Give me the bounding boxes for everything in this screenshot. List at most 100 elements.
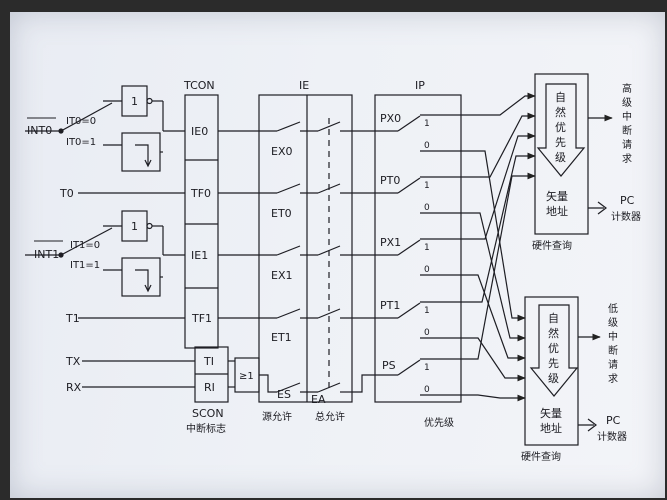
low-priority-query-block [524,296,579,446]
tcon-ie1: IE1 [191,249,208,262]
falling-edge-arrow-2 [144,284,152,293]
falling-edge-symbol-2 [135,269,149,290]
edge-detector-1 [121,132,161,172]
high-arrow-char-5: 级 [555,151,566,164]
not-gate-1-bubble [146,97,153,105]
ip-ps-1: 1 [424,363,430,373]
et0-switch-set [276,183,375,194]
tcon-ie0: IE0 [191,125,208,138]
ip-px0-0: 0 [424,141,430,151]
low-natural-priority-arrow [529,304,579,397]
high-vector-2: 地址 [546,204,568,218]
es-switch-set [276,374,375,393]
ie-et1: ET1 [271,331,292,344]
ip-caption: 优先级 [424,416,454,429]
scon-ti: TI [203,355,214,368]
not-gate-1-label: 1 [131,95,138,108]
high-req-6: 求 [622,153,632,165]
ip-pt1-0: 0 [424,328,430,338]
ip-px1: PX1 [380,236,401,249]
ie-es: ES [277,388,291,401]
t0-label: T0 [59,187,74,200]
paper-sheet [10,12,665,498]
low-req-5: 请 [608,358,618,371]
ie-title: IE [299,79,309,92]
or-gate-label: ≥1 [239,371,254,382]
high-vector-1: 矢量 [546,189,568,203]
scon-ri: RI [204,381,215,394]
ip-px0: PX0 [380,112,401,125]
it0-1-label: IT0=1 [66,137,96,148]
it1-switch-pivot [58,252,64,258]
t1-label: T1 [65,312,80,325]
ip-pt0-1: 1 [424,181,430,191]
tx-label: TX [65,355,81,368]
int1-label: INT1 [34,248,59,261]
low-arrow-char-4: 先 [548,357,559,370]
high-arrow-char-4: 先 [555,136,566,149]
ex1-switch-set [276,245,375,256]
tcon-title: TCON [183,79,215,92]
ie-register [258,94,353,403]
high-priority-query-block [534,73,589,235]
ip-pt0: PT0 [380,174,400,187]
ip-ps-0: 0 [424,385,430,395]
high-arrow-char-2: 然 [555,105,566,119]
low-vector-2: 地址 [540,421,562,435]
ip-px1-1: 1 [424,243,430,253]
tcon-tf1: TF1 [191,312,212,325]
low-req-4: 断 [608,344,618,357]
low-req-3: 中 [608,330,618,343]
edge-detector-2 [121,257,161,297]
it0-switch-blade [60,102,113,132]
high-req-2: 级 [622,97,632,109]
high-req-1: 高 [622,82,632,95]
ex0-switch-set [276,121,375,132]
not-gate-2-bubble [146,222,153,230]
tcon-tf0: TF0 [190,187,211,200]
it1-0-label: IT1=0 [70,240,100,251]
it0-0-label: IT0=0 [66,116,96,127]
low-pc-arrow [578,418,597,432]
it1-switch-blade [60,227,113,256]
low-pc-counter: 计数器 [597,430,627,443]
high-pc-arrow [588,201,607,215]
high-natural-priority-arrow [536,83,586,177]
ie-ex0: EX0 [271,145,292,158]
ie-source-caption: 源允许 [262,410,292,423]
high-req-3: 中 [622,110,632,123]
low-pc: PC [606,414,621,427]
low-req-2: 级 [608,317,618,329]
it1-1-label: IT1=1 [70,260,100,271]
high-pc: PC [620,194,635,207]
et1-switch-set [276,308,375,319]
low-arrow-char-3: 优 [548,342,559,355]
tcon-register [184,94,219,349]
low-arrow-char-5: 级 [548,372,559,385]
low-hw-caption: 硬件查询 [521,450,561,463]
ie-global-caption: 总允许 [315,410,345,423]
low-req-1: 低 [608,302,618,315]
not-gate-2-label: 1 [131,220,138,233]
ip-px0-1: 1 [424,119,430,129]
falling-edge-symbol-1 [135,144,149,165]
high-req-5: 请 [622,138,632,151]
high-hw-caption: 硬件查询 [532,239,572,252]
ip-pt1-1: 1 [424,306,430,316]
ip-pt0-0: 0 [424,203,430,213]
ip-px1-0: 0 [424,265,430,275]
scon-flag-caption: 中断标志 [186,422,226,435]
int0-label: INT0 [27,124,52,137]
or-out [259,374,277,393]
high-arrow-char-3: 优 [555,121,566,134]
ie-et0: ET0 [271,207,292,220]
high-req-4: 断 [622,124,632,137]
ip-switches [375,114,440,396]
ie-ea: EA [311,393,326,406]
falling-edge-arrow-1 [144,159,152,168]
low-vector-1: 矢量 [540,406,562,420]
priority-routing-wires [440,92,536,402]
it0-switch-pivot [58,128,64,134]
